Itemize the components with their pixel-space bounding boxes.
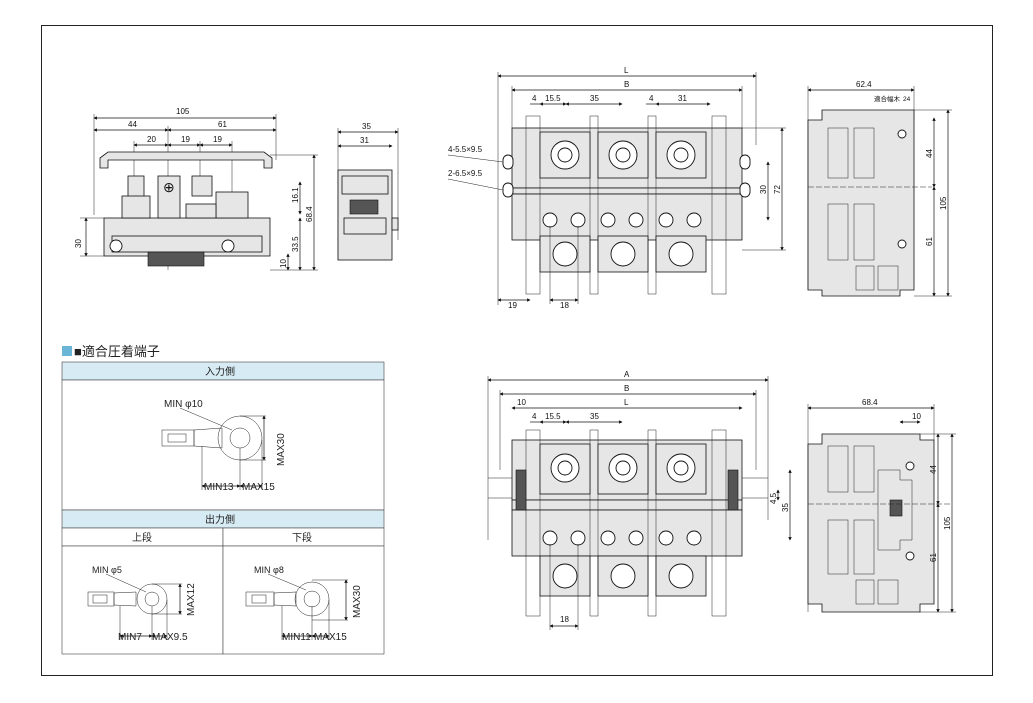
dim-61: 61 bbox=[218, 120, 227, 129]
section-title: ■適合圧着端子 bbox=[74, 344, 160, 359]
dim-44: 44 bbox=[128, 120, 137, 129]
dim-15-5: 15.5 bbox=[545, 94, 561, 103]
dim-30-right: 30 bbox=[759, 185, 768, 194]
dim-L2: L bbox=[624, 398, 629, 407]
dim-61b: 61 bbox=[929, 553, 938, 562]
hole-label-2: 2-6.5×9.5 bbox=[448, 169, 483, 178]
dim-30: 30 bbox=[74, 239, 83, 248]
dim-105: 105 bbox=[939, 196, 948, 210]
dim-105b: 105 bbox=[943, 516, 952, 530]
dim-61: 61 bbox=[925, 237, 934, 246]
lower-max15: MAX15 bbox=[314, 632, 347, 643]
upper-terminal-icon bbox=[87, 573, 182, 640]
upper-min7: MIN7 bbox=[118, 632, 142, 643]
side-view-2: 62.4 適合幅木 24 44 61 105 bbox=[807, 80, 952, 297]
top-view-2: A B L 10 4 15.5 35 bbox=[487, 370, 792, 630]
dim-31: 31 bbox=[360, 136, 369, 145]
input-header: 入力側 bbox=[205, 365, 235, 378]
dim-105: 105 bbox=[176, 107, 190, 116]
drawing-frame bbox=[41, 25, 993, 676]
dim-4-5: 4.5 bbox=[769, 492, 778, 504]
output-header: 出力側 bbox=[205, 513, 235, 526]
input-min13: MIN13 bbox=[204, 482, 234, 493]
svg-text:⊕: ⊕ bbox=[163, 179, 175, 195]
lower-min-phi: MIN φ8 bbox=[254, 565, 284, 575]
input-max30: MAX30 bbox=[276, 433, 287, 466]
dim-19b: 19 bbox=[213, 135, 222, 144]
input-min-phi: MIN φ10 bbox=[164, 399, 203, 410]
upper-header: 上段 bbox=[132, 531, 152, 544]
upper-max9-5: MAX9.5 bbox=[152, 632, 188, 643]
dim-10: 10 bbox=[517, 398, 526, 407]
dim-35: 35 bbox=[590, 94, 599, 103]
dim-16-1: 16.1 bbox=[291, 187, 300, 203]
dim-44: 44 bbox=[925, 149, 934, 158]
upper-max12: MAX12 bbox=[186, 583, 197, 616]
dim-20: 20 bbox=[147, 135, 156, 144]
lower-max30: MAX30 bbox=[352, 585, 363, 618]
lower-min11: MIN11 bbox=[282, 632, 311, 643]
upper-min-phi: MIN φ5 bbox=[92, 565, 122, 575]
dim-62-4: 62.4 bbox=[856, 80, 872, 89]
dim-19: 19 bbox=[508, 301, 517, 310]
dim-B: B bbox=[624, 80, 629, 89]
dim-72: 72 bbox=[773, 185, 782, 194]
lower-header: 下段 bbox=[292, 531, 312, 544]
top-view-1: L B 4 15.5 35 4 31 bbox=[447, 66, 786, 310]
dim-10b: 10 bbox=[912, 412, 921, 421]
dim-18: 18 bbox=[560, 301, 569, 310]
end-view: 35 31 bbox=[337, 122, 399, 261]
dim-35b: 35 bbox=[590, 412, 599, 421]
dim-15-5b: 15.5 bbox=[545, 412, 561, 421]
dim-35-right: 35 bbox=[781, 503, 790, 512]
lower-terminal-icon bbox=[245, 573, 348, 640]
note-label: 適合幅木 bbox=[874, 94, 901, 103]
dim-4b: 4 bbox=[649, 94, 654, 103]
section-marker-icon bbox=[62, 346, 72, 356]
dim-68-4b: 68.4 bbox=[862, 398, 878, 407]
dim-A: A bbox=[624, 370, 630, 379]
dim-4: 4 bbox=[532, 412, 537, 421]
dim-33-5: 33.5 bbox=[291, 236, 300, 252]
dim-44b: 44 bbox=[929, 465, 938, 474]
dim-24: 24 bbox=[903, 96, 911, 103]
side-view: 105 44 61 20 19 19 ⊕ 16.1 bbox=[74, 107, 318, 271]
input-max15: MAX15 bbox=[242, 482, 275, 493]
hole-label-1: 4-5.5×9.5 bbox=[448, 145, 483, 154]
input-terminal-icon bbox=[161, 407, 266, 490]
dim-19a: 19 bbox=[181, 135, 190, 144]
dim-L: L bbox=[624, 66, 629, 75]
side-view-3: 68.4 10 44 61 105 bbox=[807, 398, 956, 613]
dim-10: 10 bbox=[279, 259, 288, 268]
dim-31: 31 bbox=[678, 94, 687, 103]
dim-4a: 4 bbox=[532, 94, 537, 103]
crimp-terminal-table: ■適合圧着端子 入力側 MIN φ10 MAX30 MIN13 MAX15 出力… bbox=[61, 344, 385, 655]
dim-B2: B bbox=[624, 384, 629, 393]
dim-35: 35 bbox=[362, 122, 371, 131]
dim-68-4: 68.4 bbox=[305, 206, 314, 222]
dim-18b: 18 bbox=[560, 615, 569, 624]
